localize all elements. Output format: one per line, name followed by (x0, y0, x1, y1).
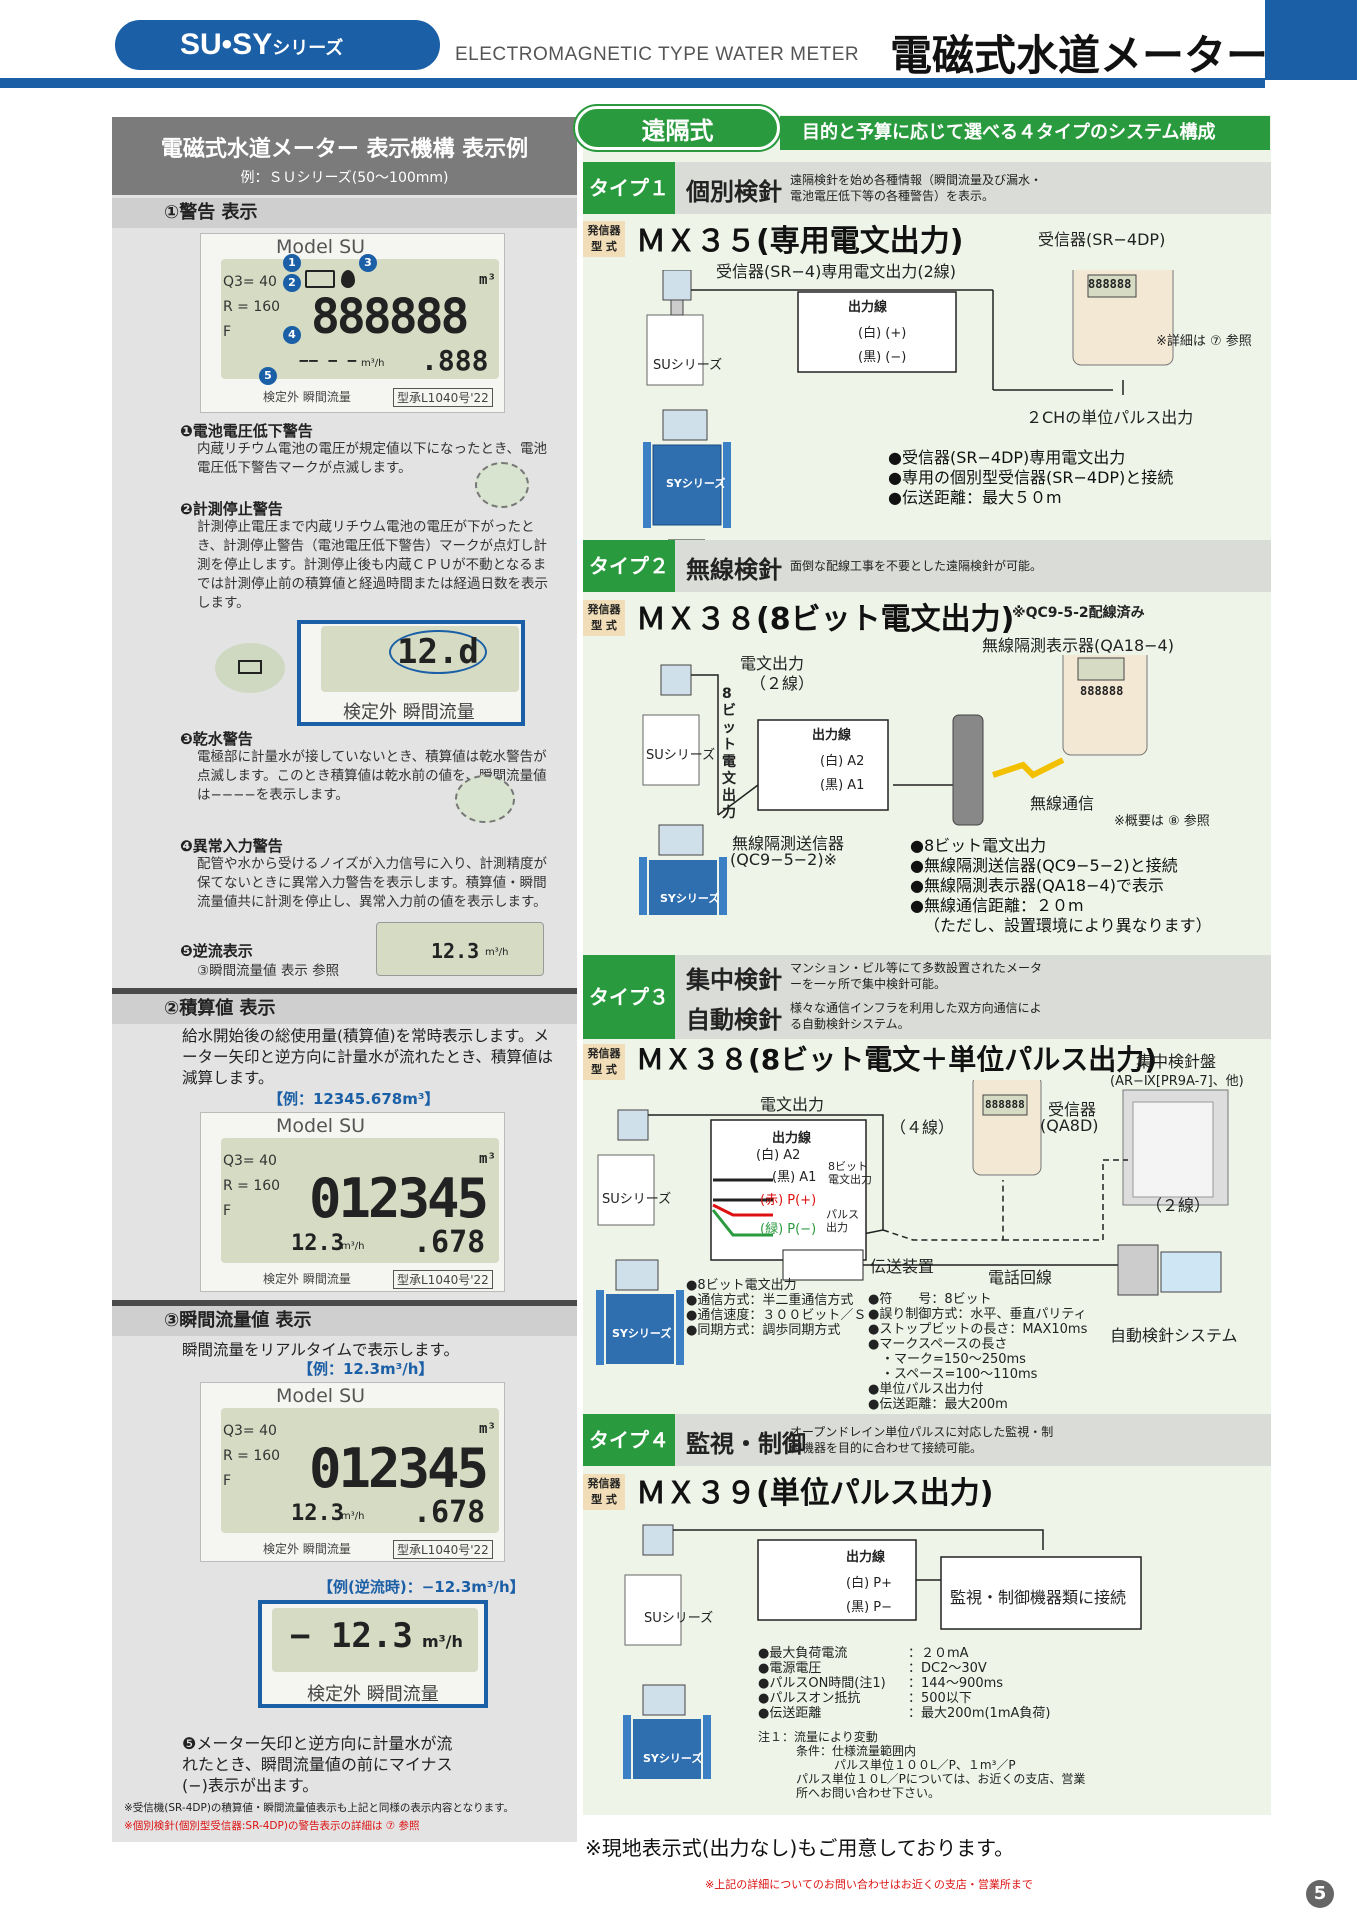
english-title: ELECTROMAGNETIC TYPE WATER METER (455, 44, 860, 65)
lcd-model: Model SU (276, 236, 366, 258)
spec-item: ●伝送距離：最大200m(1mA負荷) (758, 1706, 1051, 1721)
spec-item: ●ストップビットの長さ：MAX10ms (868, 1322, 1088, 1337)
marker-1: 1 (283, 254, 301, 272)
footer-small: ※上記の詳細についてのお問い合わせはお近くの支店・営業所まで (705, 1878, 1033, 1891)
footer-note: ※現地表示式(出力なし)もご用意しております。 (585, 1836, 1015, 1860)
spec-item: ●伝送距離：最大200m (868, 1397, 1008, 1412)
spec-item: ・マーク=150～250ms (868, 1352, 1026, 1367)
type3-model: ＭＸ３８(8ビット電文＋単位パルス出力) (636, 1043, 1158, 1076)
side-tab (1265, 0, 1357, 80)
left-panel-header: 電磁式水道メーター 表示機構 表示例 例：ＳＵシリーズ(50～100mm) (112, 117, 577, 195)
page-number: 5 (1306, 1880, 1334, 1908)
warn1-heading: ❶電池電圧低下警告 (180, 422, 313, 440)
type2-tag: タイプ２ (583, 540, 675, 592)
type1-line-label: 受信器(SR−4)専用電文出力(2線) (716, 262, 957, 281)
reverse-note: ❺メーター矢印と逆方向に計量水が流れたとき、瞬間流量値の前にマイナス(−)表示が… (182, 1734, 453, 1795)
type4-model: ＭＸ３９(単位パルス出力) (636, 1476, 994, 1511)
marker-2: 2 (283, 274, 301, 292)
type2-diagram (639, 655, 1148, 915)
left-title: 電磁式水道メーター 表示機構 表示例 (160, 137, 529, 162)
type1-desc: 遠隔検針を始め各種情報（瞬間流量及び漏水・電池電圧低下等の各種警告）を表示。 (790, 173, 1043, 203)
spec-item: ●単位パルス出力付 (868, 1382, 984, 1397)
type3-specs-left: ●8ビット電文出力●通信方式：半二重通信方式●通信速度：３００ビット／Ｓ●同期方… (686, 1278, 866, 1338)
warn1-text: 内蔵リチウム電池の電圧が規定値以下になったとき、電池電圧低下警告マークが点滅しま… (197, 441, 548, 476)
spec-item: ●8ビット電文出力 (686, 1278, 797, 1293)
warn3-heading: ❸乾水警告 (180, 730, 253, 748)
type3-tag: タイプ３ (583, 955, 675, 1039)
section-total: ②積算値 表示 (112, 994, 577, 1024)
spec-item: ●パルスオン抵抗：500以下 (758, 1691, 972, 1706)
page-title: 電磁式水道メーター (890, 31, 1269, 80)
spec-item: ●パルスON時間(注1)：144～900ms (758, 1676, 1004, 1691)
total-example: 【例：12345.678m³】 (268, 1090, 440, 1108)
marker-5: 5 (259, 367, 277, 385)
header-rule (0, 78, 1265, 88)
battery-blink-icon (475, 462, 529, 508)
type1-receiver-label: 受信器(SR−4DP) (1038, 230, 1166, 249)
type2-model: ＭＸ３８(8ビット電文出力) (636, 602, 1015, 637)
marker-3: 3 (359, 254, 377, 272)
reverse-example: 【例(逆流時)：−12.3m³/h】 (318, 1578, 525, 1596)
section-warning: ①警告 表示 (112, 198, 577, 228)
drop-icon (341, 270, 355, 288)
remote-bar: 目的と予算に応じて選べる４タイプのシステム構成 (780, 116, 1270, 150)
left-subtitle: 例：ＳＵシリーズ(50～100mm) (240, 170, 449, 186)
zoom-reverse: − 12.3 m³/h 検定外 瞬間流量 (258, 1600, 488, 1708)
battery-on-icon (215, 643, 285, 693)
type2-name: 無線検針 (686, 556, 782, 584)
warn3-text: 電極部に計量水が接していないとき、積算値は乾水警告が点滅します。このとき積算値は… (197, 749, 547, 803)
type4-specs: ●最大負荷電流：２０mA●電源電圧：DC2～30V●パルスON時間(注1)：14… (758, 1646, 1050, 1721)
lcd-digits: 888888 (311, 289, 469, 345)
spec-item: ●同期方式：調歩同期方式 (686, 1323, 841, 1338)
type4-device: 監視・制御機器類に接続 (950, 1588, 1127, 1607)
warn5-text: ③瞬間流量値 表示 参照 (197, 963, 340, 979)
type1-tag: タイプ１ (583, 162, 675, 214)
spec-item: ●最大負荷電流：２０mA (758, 1646, 969, 1661)
type1-pulse: ２CHの単位パルス出力 (1026, 408, 1194, 427)
spec-item: ●電源電圧：DC2～30V (758, 1661, 987, 1676)
warn4-heading: ❹異常入力警告 (180, 837, 283, 855)
spec-item: ●通信速度：３００ビット／Ｓ (686, 1308, 867, 1323)
total-text: 給水開始後の総使用量(積算値)を常時表示します。メーター矢印と逆方向に計量水が流… (182, 1027, 553, 1087)
type4-diagram (623, 1524, 1142, 1779)
hassin-label: 発信器 型 式 (583, 221, 625, 257)
section-flow: ③瞬間流量値 表示 (112, 1306, 577, 1336)
warn2-text: 計測停止電圧まで内蔵リチウム電池の電圧が下がったとき、計測停止警告（電池電圧低下… (197, 519, 548, 611)
flow-example: 【例：12.3m³/h】 (298, 1360, 434, 1378)
zoom-stop-warning: 12.d 検定外 瞬間流量 (297, 620, 525, 726)
warn2-heading: ❷計測停止警告 (180, 500, 283, 518)
warn4-text: 配管や水から受けるノイズが入力信号に入り、計測精度が保てないときに異常入力警告を… (197, 856, 548, 910)
type4-name: 監視・制御 (686, 1430, 806, 1458)
type4-tag: タイプ４ (583, 1414, 675, 1466)
dry-blink-icon (455, 775, 515, 823)
spec-item: ・スペース=100～110ms (868, 1367, 1038, 1382)
type3-diagram (596, 1080, 1229, 1365)
zoom-reverse-small: 12.3 m³/h (376, 922, 544, 976)
remote-badge: 遠隔式 (575, 106, 780, 150)
battery-icon (305, 270, 335, 288)
spec-item: ●誤り制御方式：水平、垂直パリティ (868, 1307, 1087, 1322)
total-digits: 012345 (309, 1167, 489, 1230)
type4-notes: 注１：流量により変動 条件：仕様流量範囲内 パルス単位１００L／P、１m³／P … (758, 1730, 1086, 1800)
type3-specs-right: ●符 号：8ビット●誤り制御方式：水平、垂直パリティ●ストップビットの長さ：MA… (868, 1292, 1087, 1412)
spec-item: ●マークスペースの長さ (868, 1337, 1008, 1352)
marker-4: 4 (283, 326, 301, 344)
type1-diagram (643, 270, 1174, 540)
spec-item: ●通信方式：半二重通信方式 (686, 1293, 854, 1308)
type1-model: ＭＸ３５(専用電文出力) (636, 224, 964, 259)
left-footnote-2: ※個別検針(個別型受信器:SR-4DP)の警告表示の詳細は ⑦ 参照 (124, 1820, 420, 1832)
type1-name: 個別検針 (686, 178, 782, 206)
flow-text: 瞬間流量をリアルタイムで表示します。 (182, 1341, 459, 1359)
left-footnote-1: ※受信機(SR-4DP)の積算値・瞬間流量値表示も上記と同様の表示内容となります… (124, 1802, 515, 1814)
warn5-heading: ❺逆流表示 (180, 942, 253, 960)
series-badge: SU•SYシリーズ (115, 20, 440, 70)
spec-item: ●符 号：8ビット (868, 1292, 992, 1307)
